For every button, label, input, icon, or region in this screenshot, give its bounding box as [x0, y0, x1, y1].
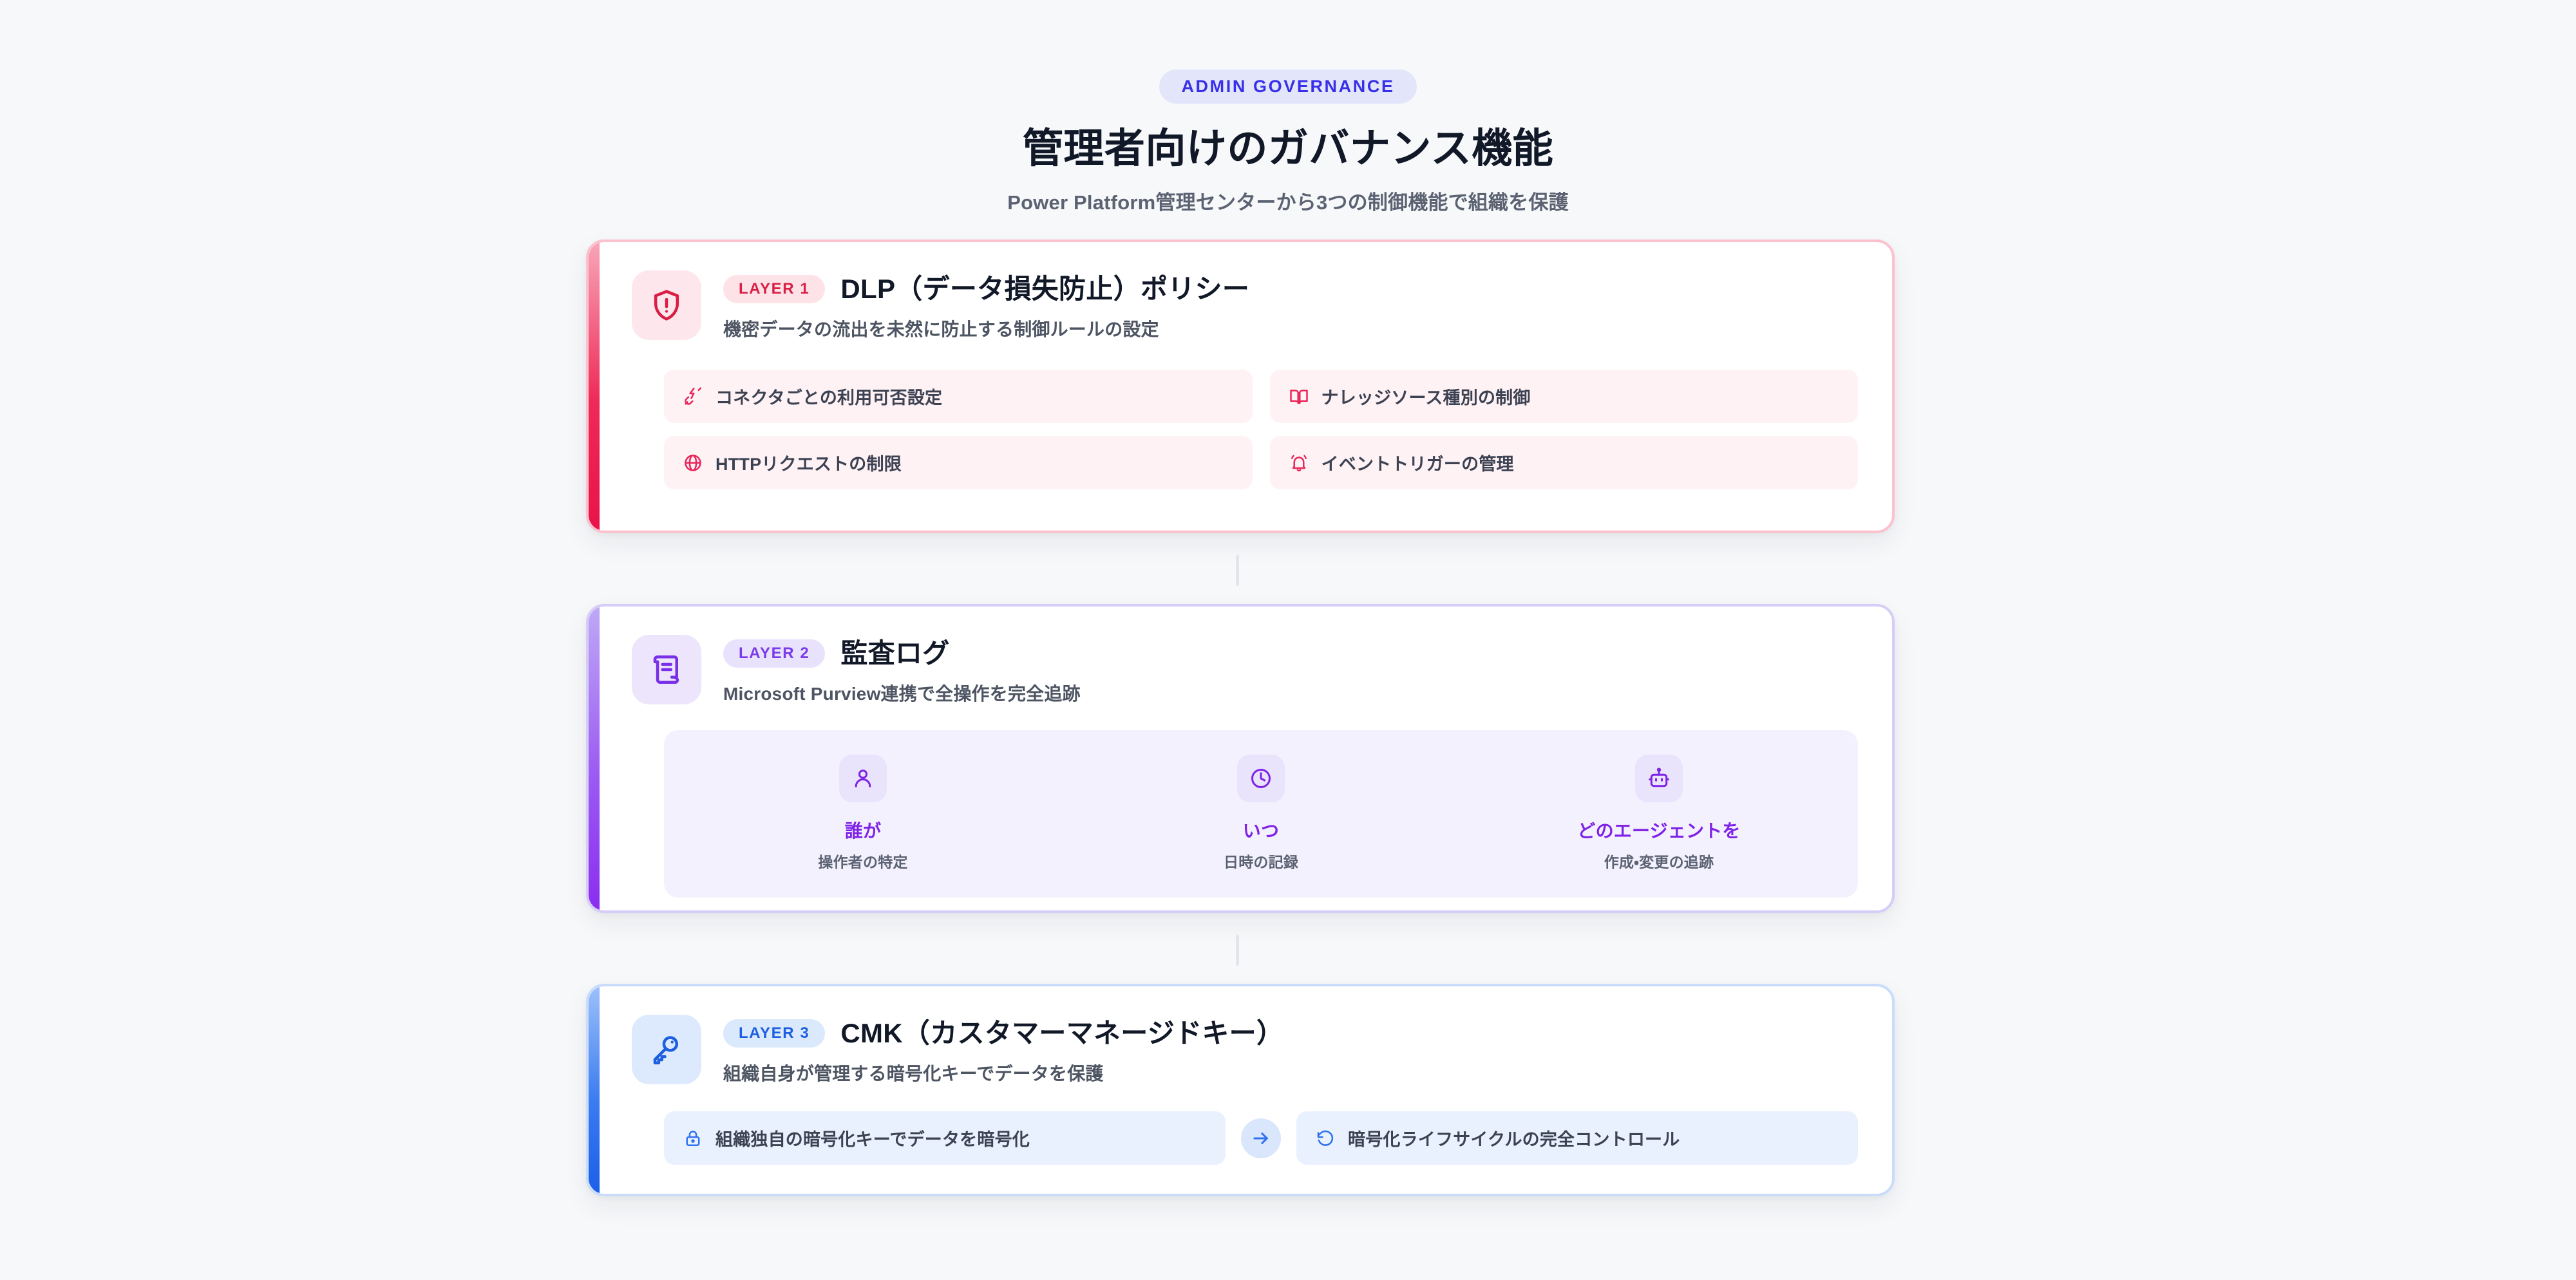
key-icon — [632, 1015, 701, 1084]
user-icon — [839, 755, 887, 803]
layer-card-1[interactable]: LAYER 1 DLP（データ損失防止）ポリシー 機密データの流出を未然に防止す… — [586, 240, 1895, 533]
clock-icon — [1237, 755, 1285, 803]
chip-label: イベントトリガーの管理 — [1321, 455, 1514, 475]
layer-card-3[interactable]: LAYER 3 CMK（カスタマーマネージドキー） 組織自身が管理する暗号化キー… — [586, 984, 1895, 1196]
connector-layer2-layer3 — [1236, 935, 1239, 966]
layer-1-title: DLP（データ損失防止）ポリシー — [840, 274, 1250, 304]
chip-connector-policy[interactable]: コネクタごとの利用可否設定 — [664, 370, 1253, 424]
layer-1-description: 機密データの流出を未然に防止する制御ルールの設定 — [723, 319, 1159, 340]
shield-alert-icon — [632, 270, 701, 340]
layer-1-header: LAYER 1 DLP（データ損失防止）ポリシー 機密データの流出を未然に防止す… — [632, 242, 1892, 341]
layer-2-title: 監査ログ — [840, 638, 950, 668]
layer-2-accent-bar — [589, 607, 600, 910]
layer-2-stats-panel: 誰が 操作者の特定 いつ 日時の記録 — [664, 730, 1858, 898]
layer-card-2[interactable]: LAYER 2 監査ログ Microsoft Purview連携で全操作を完全追… — [586, 604, 1895, 913]
scroll-document-icon — [632, 635, 701, 704]
plug-zap-icon — [683, 387, 703, 406]
connector-layer1-layer2 — [1236, 555, 1239, 586]
layer-2-badge: LAYER 2 — [723, 639, 826, 668]
layer-1-accent-bar — [589, 242, 600, 531]
flow-chip-encrypt-with-own-key[interactable]: 組織独自の暗号化キーでデータを暗号化 — [664, 1111, 1226, 1165]
stat-which-agent[interactable]: どのエージェントを 作成・変更の追跡 — [1460, 755, 1858, 872]
flow-chip-label: 暗号化ライフサイクルの完全コントロール — [1348, 1130, 1680, 1150]
layer-3-flow-row: 組織独自の暗号化キーでデータを暗号化 暗号化ライフサ — [632, 1086, 1892, 1165]
chip-http-request-limit[interactable]: HTTPリクエストの制限 — [664, 436, 1253, 490]
layer-3-accent-bar — [589, 986, 600, 1194]
layer-2-description: Microsoft Purview連携で全操作を完全追跡 — [723, 684, 1081, 704]
page-header: ADMIN GOVERNANCE 管理者向けのガバナンス機能 Power Pla… — [0, 70, 2576, 215]
arrow-right-icon[interactable] — [1241, 1118, 1281, 1158]
bell-ring-icon — [1289, 453, 1309, 473]
layer-1-chip-grid: コネクタごとの利用可否設定 ナレッジソース種別の制御 — [632, 341, 1892, 490]
lock-icon — [683, 1129, 703, 1148]
stat-who[interactable]: 誰が 操作者の特定 — [664, 755, 1062, 872]
layer-3-title: CMK（カスタマーマネージドキー） — [840, 1018, 1284, 1048]
stat-label: いつ — [1242, 821, 1280, 842]
chip-event-trigger-management[interactable]: イベントトリガーの管理 — [1269, 436, 1858, 490]
chip-label: コネクタごとの利用可否設定 — [715, 388, 943, 408]
flow-chip-lifecycle-control[interactable]: 暗号化ライフサイクルの完全コントロール — [1296, 1111, 1858, 1165]
stat-sublabel: 日時の記録 — [1224, 854, 1298, 871]
layer-2-header: LAYER 2 監査ログ Microsoft Purview連携で全操作を完全追… — [632, 607, 1892, 706]
rotate-ccw-icon — [1316, 1129, 1335, 1148]
stat-sublabel: 作成・変更の追跡 — [1604, 854, 1714, 871]
stat-when[interactable]: いつ 日時の記録 — [1062, 755, 1460, 872]
layer-3-badge: LAYER 3 — [723, 1019, 826, 1048]
layer-3-description: 組織自身が管理する暗号化キーでデータを保護 — [723, 1064, 1104, 1084]
bot-icon — [1635, 755, 1683, 803]
globe-icon — [683, 453, 703, 473]
chip-knowledge-source-control[interactable]: ナレッジソース種別の制御 — [1269, 370, 1858, 424]
chip-label: ナレッジソース種別の制御 — [1321, 388, 1531, 408]
page-title: 管理者向けのガバナンス機能 — [1022, 126, 1554, 171]
book-open-icon — [1289, 387, 1309, 406]
stat-sublabel: 操作者の特定 — [818, 854, 908, 871]
flow-chip-label: 組織独自の暗号化キーでデータを暗号化 — [715, 1130, 1030, 1150]
layer-3-header: LAYER 3 CMK（カスタマーマネージドキー） 組織自身が管理する暗号化キー… — [632, 986, 1892, 1086]
eyebrow-badge: ADMIN GOVERNANCE — [1159, 70, 1417, 104]
stat-label: どのエージェントを — [1577, 821, 1741, 842]
stat-label: 誰が — [844, 821, 882, 842]
layer-1-badge: LAYER 1 — [723, 275, 826, 304]
page-subtitle: Power Platform管理センターから3つの制御機能で組織を保護 — [1007, 191, 1569, 214]
chip-label: HTTPリクエストの制限 — [715, 455, 902, 475]
